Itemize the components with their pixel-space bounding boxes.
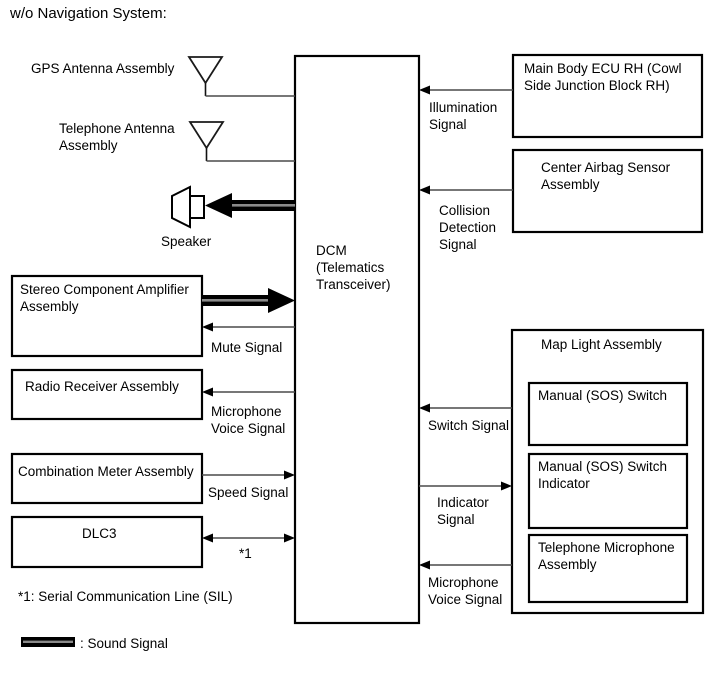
dcm-label-line3: Transceiver) (316, 277, 391, 292)
radio-receiver-box (10, 368, 204, 421)
microphone-voice-signal-right-arrow (419, 560, 512, 570)
telephone-antenna-label-line1: Telephone Antenna (59, 121, 175, 136)
telephone-antenna-icon (188, 121, 225, 161)
collision-signal-label-line1: Collision (439, 203, 490, 218)
main-body-ecu-label-line1: Main Body ECU RH (Cowl (524, 61, 682, 76)
center-airbag-label-line2: Assembly (541, 177, 600, 192)
stereo-amplifier-box (10, 274, 204, 358)
stereo-amplifier-label-line1: Stereo Component Amplifier (20, 282, 189, 297)
sound-signal-legend-label: : Sound Signal (80, 636, 168, 651)
microphone-voice-signal-right-label-line1: Microphone (428, 575, 499, 590)
speaker-label: Speaker (161, 234, 212, 249)
speed-signal-arrow (202, 470, 295, 480)
stereo-amplifier-label-line2: Assembly (20, 299, 79, 314)
indicator-signal-label-line2: Signal (437, 512, 475, 527)
telephone-microphone-label-line1: Telephone Microphone (538, 540, 675, 555)
indicator-signal-arrow (419, 481, 512, 491)
combination-meter-label: Combination Meter Assembly (18, 464, 194, 479)
indicator-signal-label-line1: Indicator (437, 495, 489, 510)
illumination-signal-label-line1: Illumination (429, 100, 497, 115)
microphone-voice-signal-right-label-line2: Voice Signal (428, 592, 502, 607)
speed-signal-label: Speed Signal (208, 485, 288, 500)
main-body-ecu-label-line2: Side Junction Block RH) (524, 78, 670, 93)
switch-signal-label: Switch Signal (428, 418, 509, 433)
mute-signal-label: Mute Signal (211, 340, 282, 355)
gps-antenna-icon (187, 56, 224, 96)
illumination-signal-label-line2: Signal (429, 117, 467, 132)
page-title: w/o Navigation System: (9, 5, 167, 22)
microphone-voice-signal-left-arrow (202, 387, 295, 397)
amplifier-sound-signal-arrow (202, 288, 295, 313)
speaker-icon (171, 185, 205, 229)
telephone-antenna-label-line2: Assembly (59, 138, 118, 153)
main-body-ecu-box (511, 53, 704, 139)
speaker-sound-signal-arrow (205, 193, 295, 218)
map-light-assembly-label: Map Light Assembly (541, 337, 662, 352)
radio-receiver-label: Radio Receiver Assembly (25, 379, 179, 394)
collision-signal-label-line2: Detection (439, 220, 496, 235)
microphone-voice-signal-left-label-line1: Microphone (211, 404, 282, 419)
telephone-microphone-label-line2: Assembly (538, 557, 597, 572)
manual-sos-indicator-label-line2: Indicator (538, 476, 590, 491)
sil-marker-label: *1 (239, 546, 252, 561)
telephone-microphone-box (527, 533, 689, 604)
sil-bidirectional-arrow (202, 533, 295, 543)
collision-detection-signal-arrow (419, 185, 513, 195)
dlc3-label: DLC3 (82, 526, 117, 541)
illumination-signal-arrow (419, 85, 513, 95)
sil-footnote: *1: Serial Communication Line (SIL) (18, 589, 233, 604)
manual-sos-indicator-label-line1: Manual (SOS) Switch (538, 459, 667, 474)
sound-signal-legend-symbol (21, 637, 75, 647)
center-airbag-label-line1: Center Airbag Sensor (541, 160, 671, 175)
dcm-label-line2: (Telematics (316, 260, 385, 275)
dlc3-box (10, 515, 204, 569)
gps-antenna-label: GPS Antenna Assembly (31, 61, 175, 76)
manual-sos-switch-label: Manual (SOS) Switch (538, 388, 667, 403)
mute-signal-arrow (202, 322, 295, 332)
manual-sos-switch-indicator-box (527, 452, 689, 530)
center-airbag-sensor-box (511, 148, 704, 234)
dcm-box (293, 54, 421, 625)
microphone-voice-signal-left-label-line2: Voice Signal (211, 421, 285, 436)
collision-signal-label-line3: Signal (439, 237, 477, 252)
switch-signal-arrow (419, 403, 512, 413)
manual-sos-switch-box (527, 381, 689, 447)
combination-meter-box (10, 452, 204, 505)
dcm-label-line1: DCM (316, 243, 347, 258)
